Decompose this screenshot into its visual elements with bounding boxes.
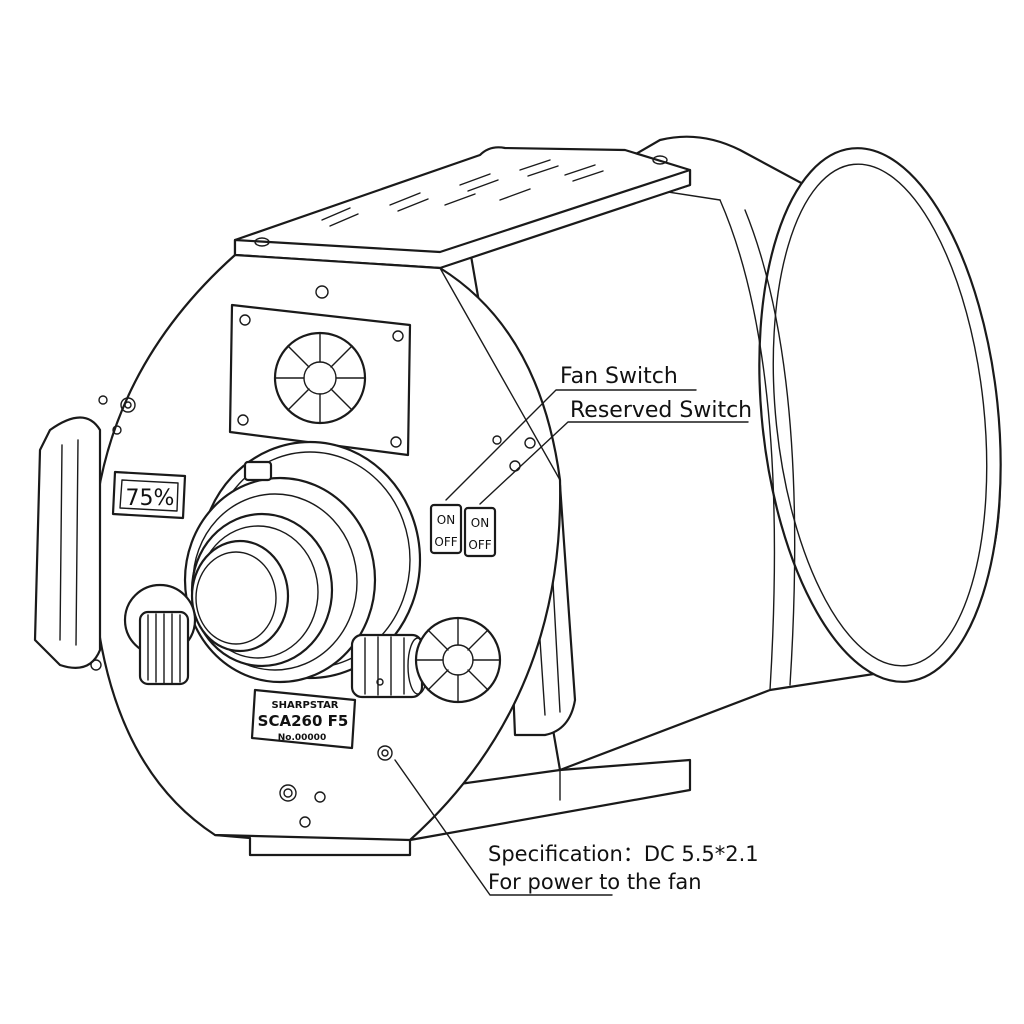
callout-reserved-switch: Reserved Switch	[479, 398, 752, 505]
left-handle	[33, 416, 102, 669]
reserved-switch-off-label: OFF	[468, 538, 491, 552]
reserved-switch-label: Reserved Switch	[570, 398, 752, 423]
focus-knob-left	[123, 583, 197, 686]
fan-switch-off-label: OFF	[434, 535, 457, 549]
fan-switch-on-label: ON	[437, 513, 455, 527]
nameplate-brand: SHARPSTAR	[271, 700, 338, 711]
callout-power: Specification：DC 5.5*2.1 For power to th…	[394, 759, 759, 896]
lower-fan	[414, 616, 502, 704]
top-fan	[228, 303, 412, 457]
focuser	[183, 440, 422, 684]
power-spec-label: Specification：DC 5.5*2.1	[488, 842, 759, 866]
nameplate-model: SCA260 F5	[258, 712, 349, 730]
callout-fan-switch: Fan Switch	[445, 364, 697, 501]
display-value: 75%	[126, 486, 175, 511]
nameplate: SHARPSTAR SCA260 F5 No.00000	[250, 688, 357, 750]
display-panel: 75%	[111, 470, 187, 520]
reserved-switch-on-label: ON	[471, 516, 489, 530]
power-purpose-label: For power to the fan	[488, 870, 702, 894]
nameplate-serial: No.00000	[278, 733, 326, 743]
fan-switch: ON OFF	[429, 503, 463, 555]
tube-body	[468, 135, 1002, 772]
reserved-switch: ON OFF	[463, 506, 497, 558]
fan-switch-label: Fan Switch	[560, 364, 678, 389]
